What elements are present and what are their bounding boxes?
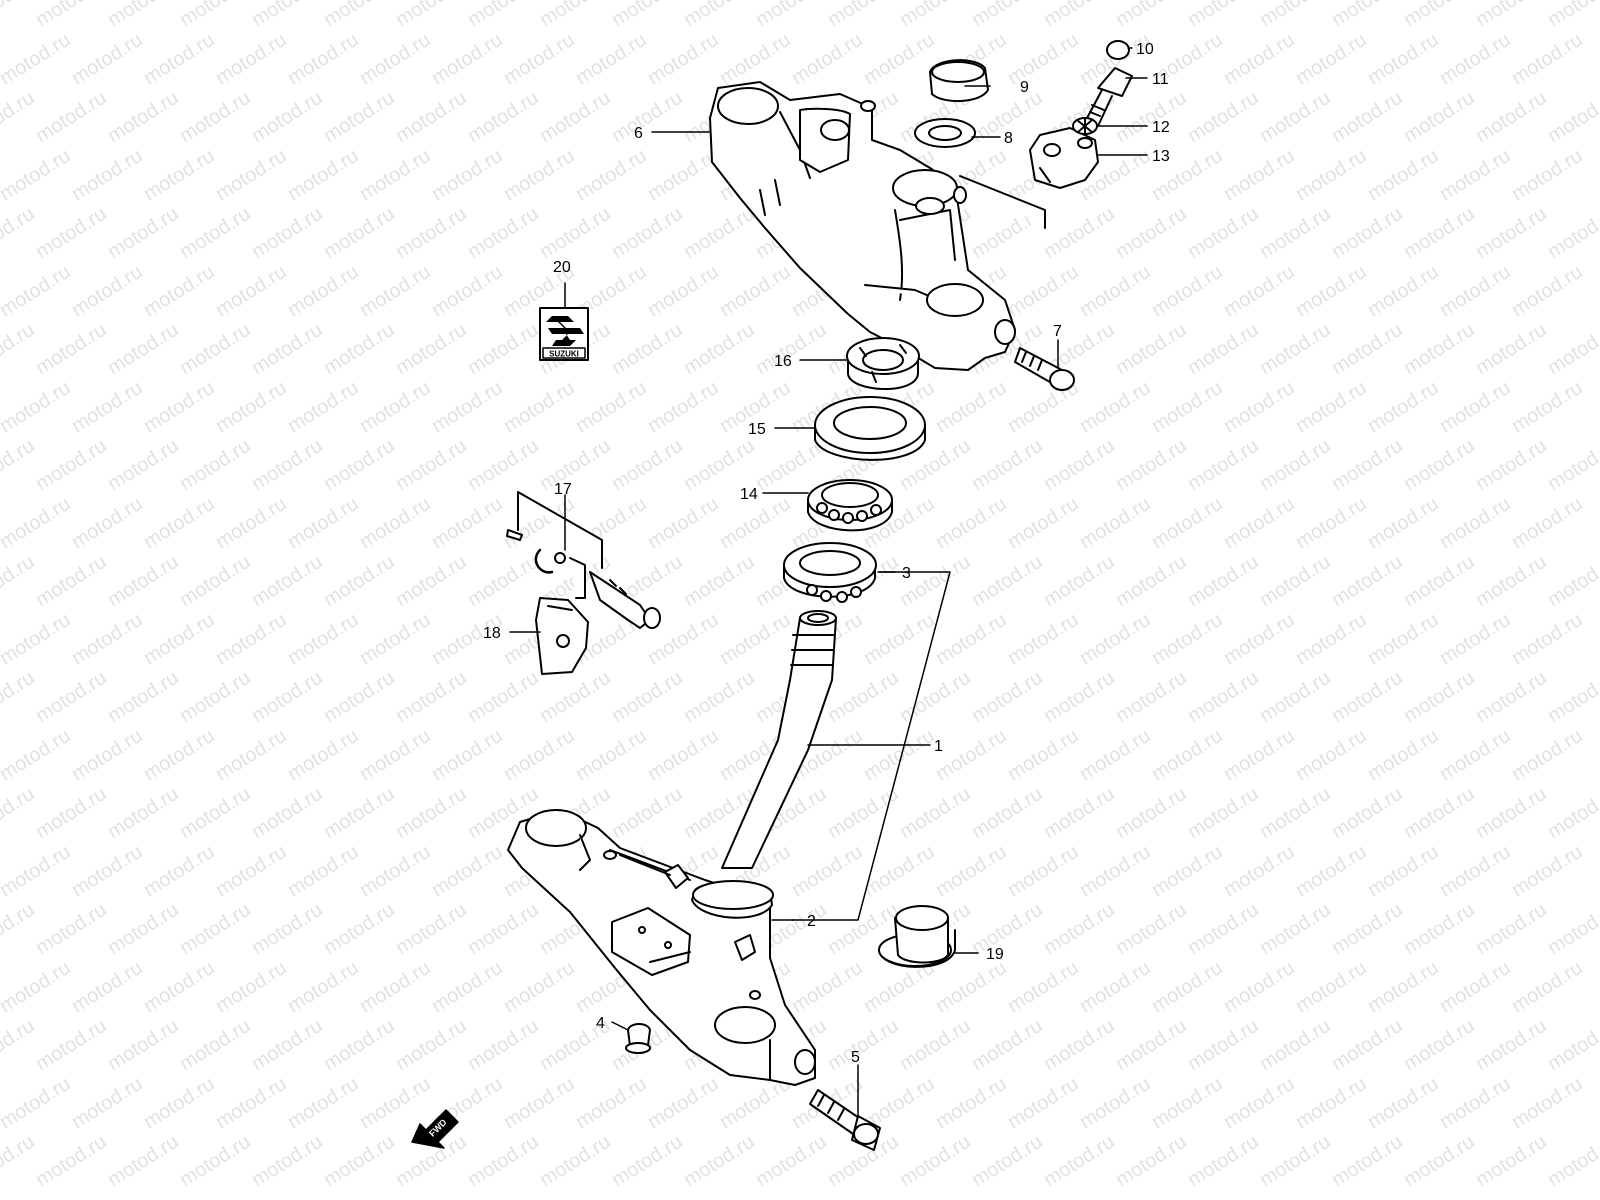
lock-cover: [535, 597, 589, 675]
callout-10: 10: [1136, 41, 1154, 58]
callout-8: 8: [1004, 130, 1013, 147]
callout-9: 9: [1020, 79, 1029, 96]
callout-2: 2: [807, 913, 816, 930]
callout-12: 12: [1152, 119, 1170, 136]
fwd-arrow-icon: FWD: [411, 1109, 459, 1149]
handlebar-bolt: [1085, 67, 1133, 127]
callout-labels: 1 2 3 4 5 6 7 8 9 10 11 12 13 14 15 16 1…: [483, 41, 1170, 1066]
suzuki-emblem: SUZUKI: [539, 307, 589, 361]
callout-7: 7: [1053, 323, 1062, 340]
dust-seal: [814, 396, 926, 461]
callout-14: 14: [740, 486, 758, 503]
callout-15: 15: [748, 421, 766, 438]
pinch-bolt-upper: [1014, 347, 1075, 391]
steering-stem-shaft: [721, 610, 837, 869]
callout-19: 19: [986, 946, 1004, 963]
steering-lock-assembly: [506, 491, 661, 629]
seal-cup: [878, 905, 956, 968]
callout-16: 16: [774, 353, 792, 370]
washer: [914, 118, 976, 148]
upper-bearing: [807, 479, 893, 532]
callout-1: 1: [934, 738, 943, 755]
callout-11: 11: [1152, 71, 1169, 88]
steering-stem-nut: [846, 337, 920, 391]
callout-3: 3: [902, 565, 911, 582]
upper-bracket: [709, 81, 1046, 371]
callout-20: 20: [553, 259, 571, 276]
emblem-label: SUZUKI: [549, 350, 579, 359]
callout-5: 5: [851, 1049, 860, 1066]
cap-nut: [929, 59, 989, 103]
lock-washer: [1072, 117, 1098, 135]
handlebar-clamp: [1029, 127, 1099, 189]
callout-6: 6: [634, 125, 643, 142]
callout-4: 4: [596, 1015, 605, 1032]
pinch-bolt-lower: [809, 1089, 881, 1151]
leader-lines: [509, 47, 1148, 1119]
lower-bearing: [783, 542, 877, 603]
cap: [1106, 40, 1130, 60]
callout-18: 18: [483, 625, 501, 642]
callout-13: 13: [1152, 148, 1170, 165]
callout-17: 17: [554, 481, 572, 498]
lower-bracket: [507, 809, 816, 1086]
